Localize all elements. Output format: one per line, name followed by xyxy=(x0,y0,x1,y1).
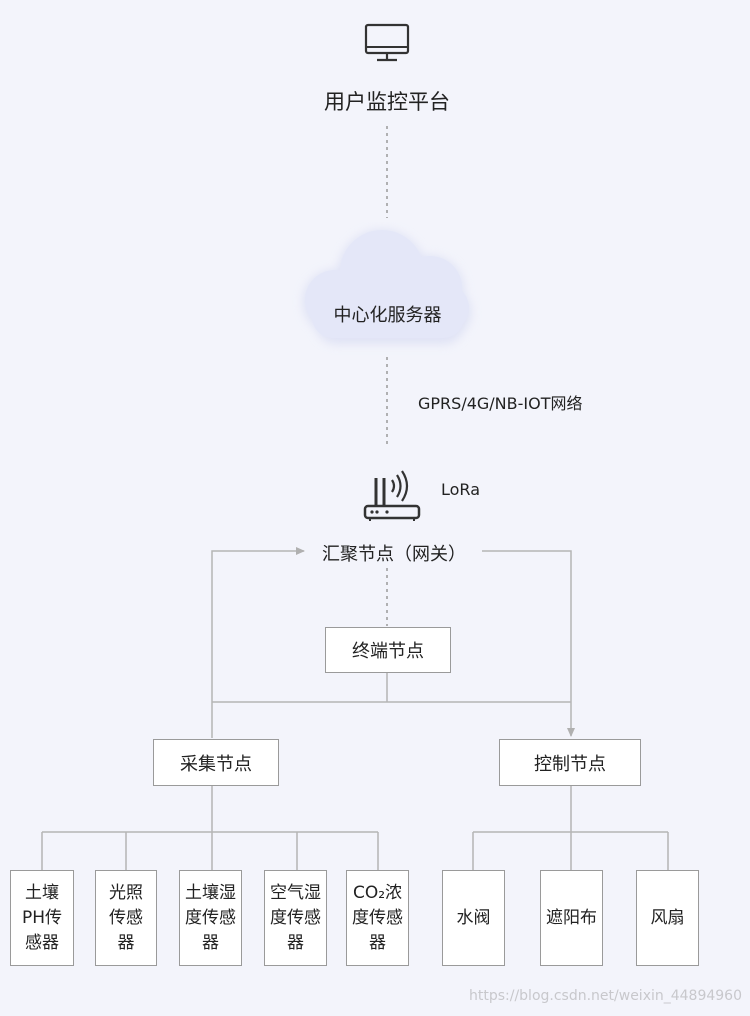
actuator-shade-label: 遮阳布 xyxy=(546,907,597,928)
terminal-node-box: 终端节点 xyxy=(325,627,451,673)
collect-node-label: 采集节点 xyxy=(180,753,252,775)
collect-node-box: 采集节点 xyxy=(153,739,279,786)
actuator-valve-box: 水阀 xyxy=(442,870,505,966)
sensor-air-humidity-line-3: 器 xyxy=(287,932,304,953)
sensor-co2-line-1: CO₂浓 xyxy=(352,882,403,903)
sensor-air-humidity-box: 空气湿度传感器 xyxy=(264,870,327,966)
sensor-co2-line-2: 度传感 xyxy=(352,907,403,928)
sensor-ph-box: 土壤 PH传感器 xyxy=(10,870,74,966)
sensor-light-box: 光照传感器 xyxy=(95,870,157,966)
network-label: GPRS/4G/NB-IOT网络 xyxy=(418,394,583,413)
terminal-node-label: 终端节点 xyxy=(352,641,424,662)
server-label: 中心化服务器 xyxy=(333,305,442,326)
monitor-icon xyxy=(364,23,410,62)
sensor-co2-box: CO₂浓度传感器 xyxy=(346,870,409,966)
sensor-soil-moisture-line-2: 度传感 xyxy=(185,907,236,928)
sensor-soil-moisture-line-3: 器 xyxy=(202,932,219,953)
router-icon xyxy=(363,470,421,521)
platform-label: 用户监控平台 xyxy=(324,90,450,114)
watermark: https://blog.csdn.net/weixin_44894960 xyxy=(468,988,742,1004)
sensor-soil-moisture-box: 土壤湿度传感器 xyxy=(179,870,242,966)
cloud-icon xyxy=(303,230,471,344)
collect-to-gateway-arrow xyxy=(211,547,305,738)
lora-label: LoRa xyxy=(441,480,480,499)
sensor-ph-line-1: 土壤 xyxy=(24,882,59,903)
sensor-ph-line-2: PH传 xyxy=(21,907,63,928)
actuator-valve-label: 水阀 xyxy=(456,907,491,928)
sensor-ph-line-3: 感器 xyxy=(24,932,59,953)
sensor-air-humidity-line-1: 空气湿 xyxy=(270,882,321,903)
sensor-air-humidity-line-2: 度传感 xyxy=(270,907,321,928)
actuator-fan-label: 风扇 xyxy=(650,907,685,928)
sensor-light-line-3: 器 xyxy=(117,932,135,953)
sensor-soil-moisture-line-1: 土壤湿 xyxy=(185,882,236,903)
actuator-fan-box: 风扇 xyxy=(636,870,699,966)
control-node-box: 控制节点 xyxy=(499,739,641,786)
sensor-light-line-2: 传感 xyxy=(109,907,143,928)
gateway-to-control-arrow xyxy=(482,550,575,737)
sensor-co2-line-3: 器 xyxy=(369,932,386,953)
actuator-shade-box: 遮阳布 xyxy=(540,870,603,966)
control-node-label: 控制节点 xyxy=(534,753,606,775)
sensor-light-line-1: 光照 xyxy=(109,882,143,903)
gateway-label: 汇聚节点（网关） xyxy=(314,540,474,566)
